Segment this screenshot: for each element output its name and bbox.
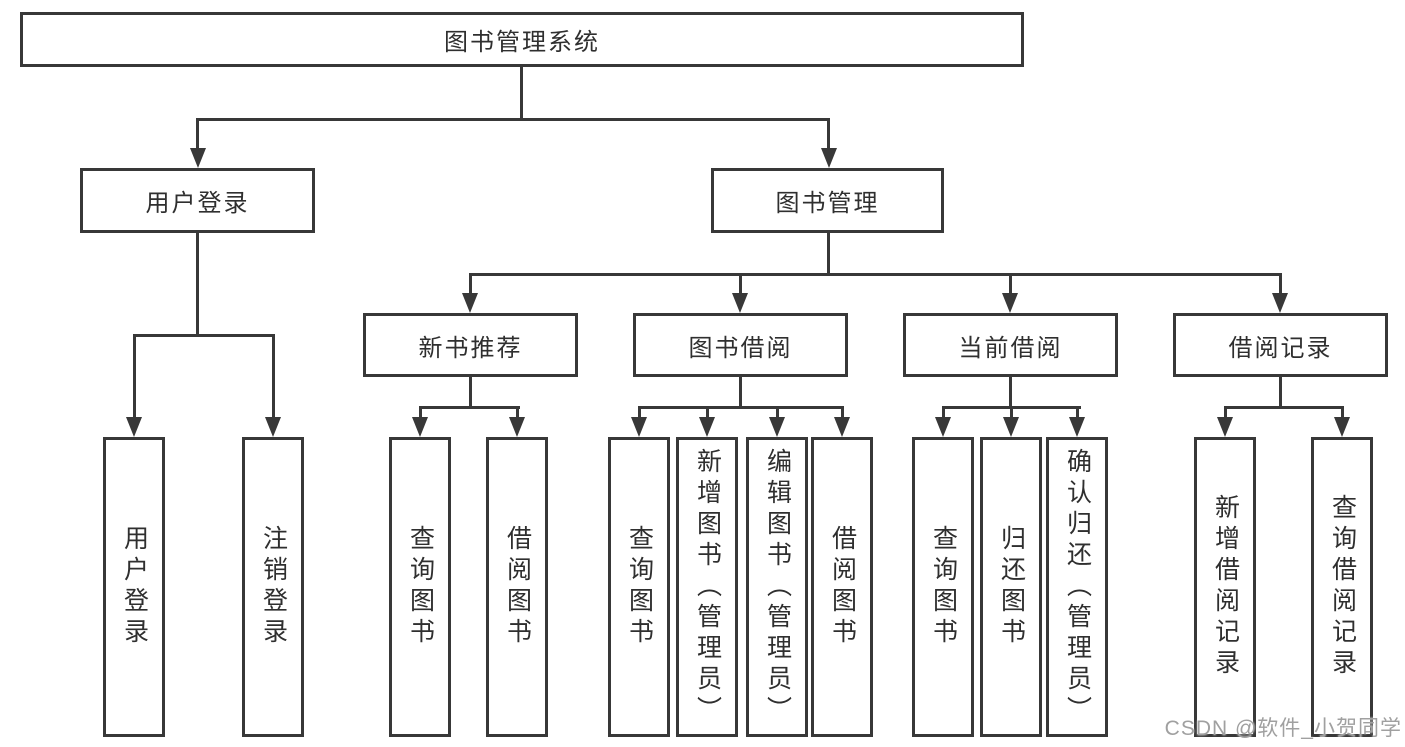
connector-line-vertical	[469, 273, 472, 297]
node-label: 借阅记录	[1228, 334, 1333, 362]
connector-line-vertical	[942, 406, 945, 420]
node-label: 借阅图书	[503, 525, 532, 649]
arrowhead-down-icon	[412, 417, 428, 437]
leaf-return-books: 归还图书	[980, 437, 1042, 737]
node-label: 图书借阅	[688, 334, 793, 362]
arrowhead-down-icon	[1217, 417, 1233, 437]
node-book-management: 图书管理	[711, 168, 944, 233]
connector-line-horizontal	[638, 406, 844, 409]
connector-line-vertical	[739, 377, 742, 409]
connector-line-vertical	[196, 118, 199, 150]
arrowhead-down-icon	[509, 417, 525, 437]
connector-line-vertical	[1076, 406, 1079, 420]
arrowhead-down-icon	[126, 417, 142, 437]
connector-line-vertical	[1009, 273, 1012, 297]
arrowhead-down-icon	[265, 417, 281, 437]
node-label: 新增借阅记录	[1211, 494, 1240, 680]
connector-line-vertical	[469, 377, 472, 409]
leaf-query-books-borrow: 查询图书	[608, 437, 670, 737]
connector-line-vertical	[1341, 406, 1344, 420]
node-label: 图书管理系统	[444, 29, 600, 56]
arrowhead-down-icon	[935, 417, 951, 437]
node-user-login: 用户登录	[80, 168, 315, 233]
leaf-borrow-books: 借阅图书	[811, 437, 873, 737]
node-label: 新增图书（管理员）	[693, 447, 722, 727]
node-label: 当前借阅	[958, 334, 1063, 362]
connector-line-vertical	[419, 406, 422, 420]
node-label: 注销登录	[259, 525, 288, 649]
connector-line-vertical	[516, 406, 519, 420]
connector-line-horizontal	[1224, 406, 1344, 409]
leaf-query-borrow-record: 查询借阅记录	[1311, 437, 1373, 737]
node-label: 图书管理	[775, 190, 880, 217]
leaf-add-borrow-record: 新增借阅记录	[1194, 437, 1256, 737]
arrowhead-down-icon	[834, 417, 850, 437]
node-label: 确认归还（管理员）	[1063, 447, 1092, 727]
connector-line-horizontal	[469, 273, 1282, 276]
arrowhead-down-icon	[821, 148, 837, 168]
leaf-user-login: 用户登录	[103, 437, 165, 737]
arrowhead-down-icon	[769, 417, 785, 437]
arrowhead-down-icon	[1272, 293, 1288, 313]
connector-line-vertical	[827, 118, 830, 150]
connector-line-vertical	[827, 233, 830, 276]
connector-line-vertical	[1279, 377, 1282, 409]
leaf-borrow-books-newbook: 借阅图书	[486, 437, 548, 737]
connector-line-vertical	[272, 334, 275, 419]
connector-line-vertical	[133, 334, 136, 419]
node-label: 编辑图书（管理员）	[763, 447, 792, 727]
connector-line-vertical	[520, 67, 523, 120]
connector-line-vertical	[841, 406, 844, 420]
connector-line-vertical	[196, 233, 199, 337]
node-borrowing-records: 借阅记录	[1173, 313, 1388, 377]
connector-line-vertical	[739, 273, 742, 297]
connector-line-horizontal	[196, 118, 830, 121]
connector-line-horizontal	[133, 334, 275, 337]
node-label: 查询图书	[406, 525, 435, 649]
arrowhead-down-icon	[190, 148, 206, 168]
arrowhead-down-icon	[732, 293, 748, 313]
arrowhead-down-icon	[1002, 293, 1018, 313]
connector-line-vertical	[706, 406, 709, 420]
node-root-library-management-system: 图书管理系统	[20, 12, 1024, 67]
node-book-borrowing: 图书借阅	[633, 313, 848, 377]
node-label: 用户登录	[120, 525, 149, 649]
node-label: 查询图书	[625, 525, 654, 649]
node-current-borrowing: 当前借阅	[903, 313, 1118, 377]
node-label: 借阅图书	[828, 525, 857, 649]
connector-line-horizontal	[419, 406, 520, 409]
connector-line-vertical	[776, 406, 779, 420]
node-label: 新书推荐	[418, 334, 523, 362]
arrowhead-down-icon	[699, 417, 715, 437]
node-label: 归还图书	[997, 525, 1026, 649]
leaf-add-books-admin: 新增图书（管理员）	[676, 437, 738, 737]
leaf-query-books-current: 查询图书	[912, 437, 974, 737]
connector-line-vertical	[638, 406, 641, 420]
node-new-book-recommendation: 新书推荐	[363, 313, 578, 377]
leaf-query-books-newbook: 查询图书	[389, 437, 451, 737]
leaf-confirm-return-admin: 确认归还（管理员）	[1046, 437, 1108, 737]
node-label: 查询借阅记录	[1328, 494, 1357, 680]
connector-line-vertical	[1224, 406, 1227, 420]
arrowhead-down-icon	[1069, 417, 1085, 437]
arrowhead-down-icon	[631, 417, 647, 437]
csdn-watermark: CSDN @软件_小贺同学	[1164, 717, 1402, 740]
node-label: 查询图书	[929, 525, 958, 649]
leaf-edit-books-admin: 编辑图书（管理员）	[746, 437, 808, 737]
node-label: 用户登录	[145, 190, 250, 217]
connector-line-vertical	[1279, 273, 1282, 297]
connector-line-vertical	[1009, 377, 1012, 409]
arrowhead-down-icon	[462, 293, 478, 313]
arrowhead-down-icon	[1334, 417, 1350, 437]
connector-line-vertical	[1010, 406, 1013, 420]
leaf-logout: 注销登录	[242, 437, 304, 737]
arrowhead-down-icon	[1003, 417, 1019, 437]
